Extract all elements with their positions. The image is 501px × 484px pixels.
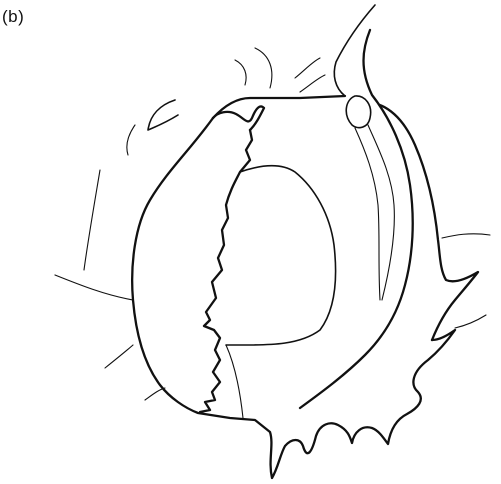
top-stroke-2 [255, 48, 272, 88]
inner-right-stroke [300, 30, 413, 408]
right-spike-1 [442, 234, 490, 238]
left-whisker-1 [84, 170, 100, 270]
left-arc-top [148, 100, 178, 130]
right-spike-2 [455, 315, 486, 328]
left-whisker-4 [145, 388, 165, 400]
lower-thin-line [226, 345, 243, 418]
top-right-hook [334, 5, 375, 96]
jagged-divider [200, 130, 252, 412]
inner-cavity [226, 166, 336, 345]
top-contour [213, 96, 345, 118]
right-bulb [346, 96, 370, 128]
top-stroke-1 [235, 60, 246, 85]
bulb-stalk-right [368, 125, 394, 300]
top-stroke-4 [300, 75, 325, 92]
top-stroke-3 [295, 58, 320, 78]
left-whisker-2 [55, 275, 133, 300]
bulb-stalk-left [355, 128, 380, 300]
left-whisker-3 [105, 345, 133, 368]
left-arc-mid [127, 125, 135, 155]
